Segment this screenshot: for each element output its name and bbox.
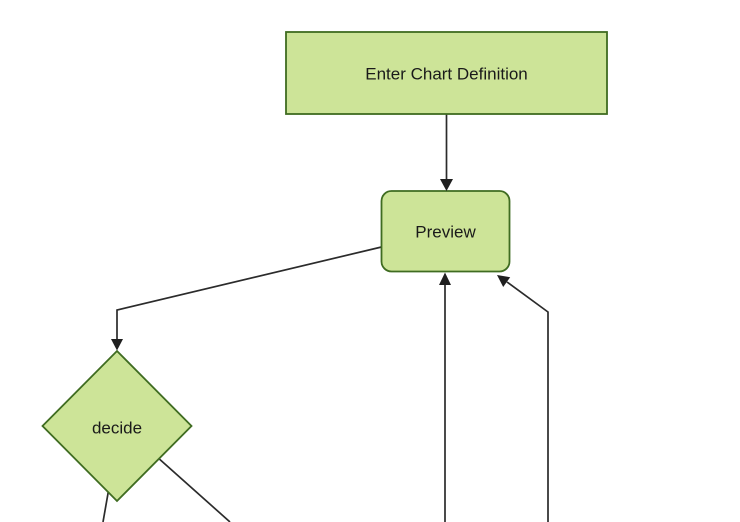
node-decide-label: decide [92,419,142,438]
arrowhead-into-decide-top [111,339,123,351]
arrowhead-into-preview-bottom [439,272,451,285]
edge-return-right-to-preview [506,281,549,522]
arrowhead-into-preview-bottom-right [497,275,511,287]
arrowhead-into-preview-top [440,179,453,191]
node-preview [380,190,511,273]
node-preview-label: Preview [415,223,476,242]
node-decide [41,349,193,503]
node-enter-chart-definition [285,31,608,115]
node-enter-chart-definition-label: Enter Chart Definition [365,65,528,84]
edge-preview-to-decide [116,246,382,340]
